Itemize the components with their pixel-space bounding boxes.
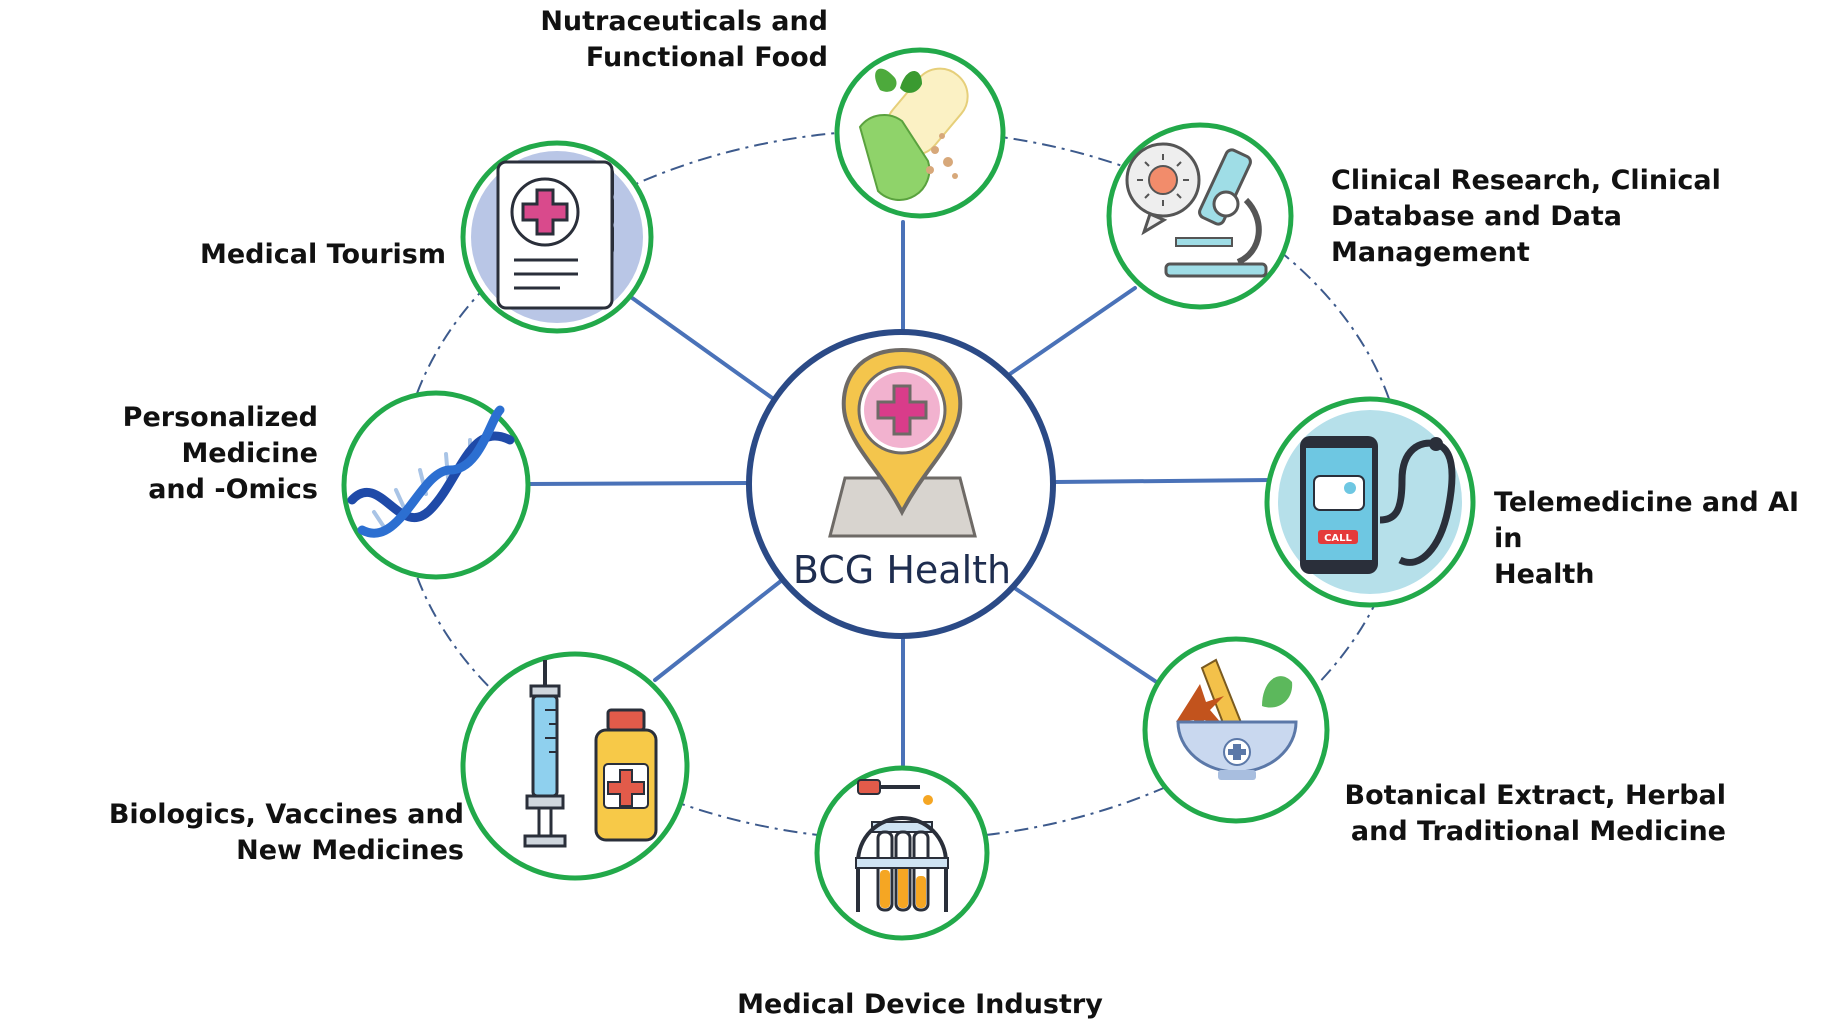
- spoke-telemedicine: [1053, 478, 1274, 484]
- microscope-virus-icon: [1125, 142, 1268, 278]
- dna-helix-icon: [347, 405, 515, 538]
- phone-stethoscope-icon: CALL: [1300, 436, 1456, 574]
- node-circle: [341, 390, 531, 580]
- medical-folder-icon: [496, 160, 614, 310]
- mortar-herbs-icon: [1176, 658, 1298, 780]
- label-tourism: Medical Tourism: [199, 239, 446, 270]
- label-biologics: Biologics, Vaccines and New Medicines: [108, 799, 464, 866]
- label-clinical-research: Clinical Research, Clinical Database and…: [1331, 165, 1721, 268]
- node-personalized: [341, 390, 531, 580]
- svg-text:CALL: CALL: [1324, 533, 1352, 544]
- node-nutraceuticals: [834, 47, 1006, 219]
- spokes: [526, 220, 1274, 767]
- label-personalized: Personalized Medicine and -Omics: [122, 402, 318, 505]
- node-telemedicine: CALL: [1264, 396, 1476, 608]
- node-tourism: [460, 140, 654, 334]
- label-botanical: Botanical Extract, Herbal and Traditiona…: [1344, 780, 1726, 847]
- capsule-leaves-icon: [858, 67, 969, 201]
- test-tubes-dropper-icon: [855, 779, 949, 912]
- map-pin-medical-cross-icon: [828, 347, 977, 538]
- spoke-personalized: [526, 481, 750, 486]
- node-botanical: [1142, 636, 1330, 824]
- node-biologics: [460, 651, 690, 881]
- spoke-biologics: [653, 575, 788, 682]
- label-nutraceuticals: Nutraceuticals and Functional Food: [540, 6, 828, 73]
- label-medical-device: Medical Device Industry: [737, 989, 1103, 1020]
- spoke-botanical: [1014, 587, 1160, 685]
- hub-node: [746, 329, 1056, 639]
- syringe-vial-icon: [523, 660, 658, 848]
- node-clinical-research: [1106, 122, 1294, 310]
- node-medical-device: [814, 765, 990, 941]
- spoke-tourism: [626, 293, 777, 402]
- spoke-clinical-research: [1005, 286, 1137, 378]
- label-telemedicine: Telemedicine and AI in Health: [1494, 487, 1800, 590]
- hub-title: BCG Health: [792, 548, 1012, 592]
